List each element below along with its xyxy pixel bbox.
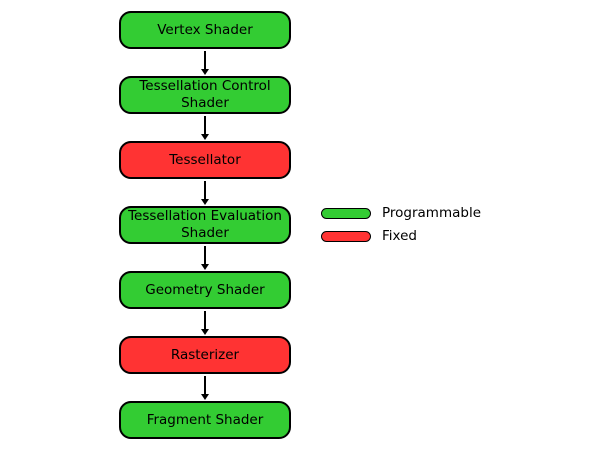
legend-label: Fixed <box>382 228 417 244</box>
stage-label: Fragment Shader <box>146 411 264 428</box>
stage-label: Rasterizer <box>170 346 240 363</box>
legend-label: Programmable <box>382 205 482 221</box>
legend-item-programmable: Programmable <box>321 205 482 221</box>
flow-arrow <box>201 246 209 270</box>
stage-label: Geometry Shader <box>145 281 265 298</box>
flow-arrow <box>201 181 209 205</box>
stage-rasterizer: Rasterizer <box>119 336 291 374</box>
stage-label: Tessellator <box>169 151 241 168</box>
stage-vertex-shader: Vertex Shader <box>119 11 291 49</box>
stage-label: Tessellation Control Shader <box>139 78 271 111</box>
stage-label: Vertex Shader <box>157 21 253 38</box>
legend-item-fixed: Fixed <box>321 228 417 244</box>
flow-arrow <box>201 51 209 75</box>
stage-tessellation-evaluation-shader: Tessellation Evaluation Shader <box>119 206 291 244</box>
flow-arrow <box>201 311 209 335</box>
stage-fragment-shader: Fragment Shader <box>119 401 291 439</box>
stage-geometry-shader: Geometry Shader <box>119 271 291 309</box>
stage-tessellator: Tessellator <box>119 141 291 179</box>
flow-arrow <box>201 116 209 140</box>
stage-label: Tessellation Evaluation Shader <box>128 208 282 241</box>
legend-swatch-fixed <box>321 230 371 242</box>
stage-tessellation-control-shader: Tessellation Control Shader <box>119 76 291 114</box>
flow-arrow <box>201 376 209 400</box>
legend-swatch-programmable <box>321 207 371 219</box>
